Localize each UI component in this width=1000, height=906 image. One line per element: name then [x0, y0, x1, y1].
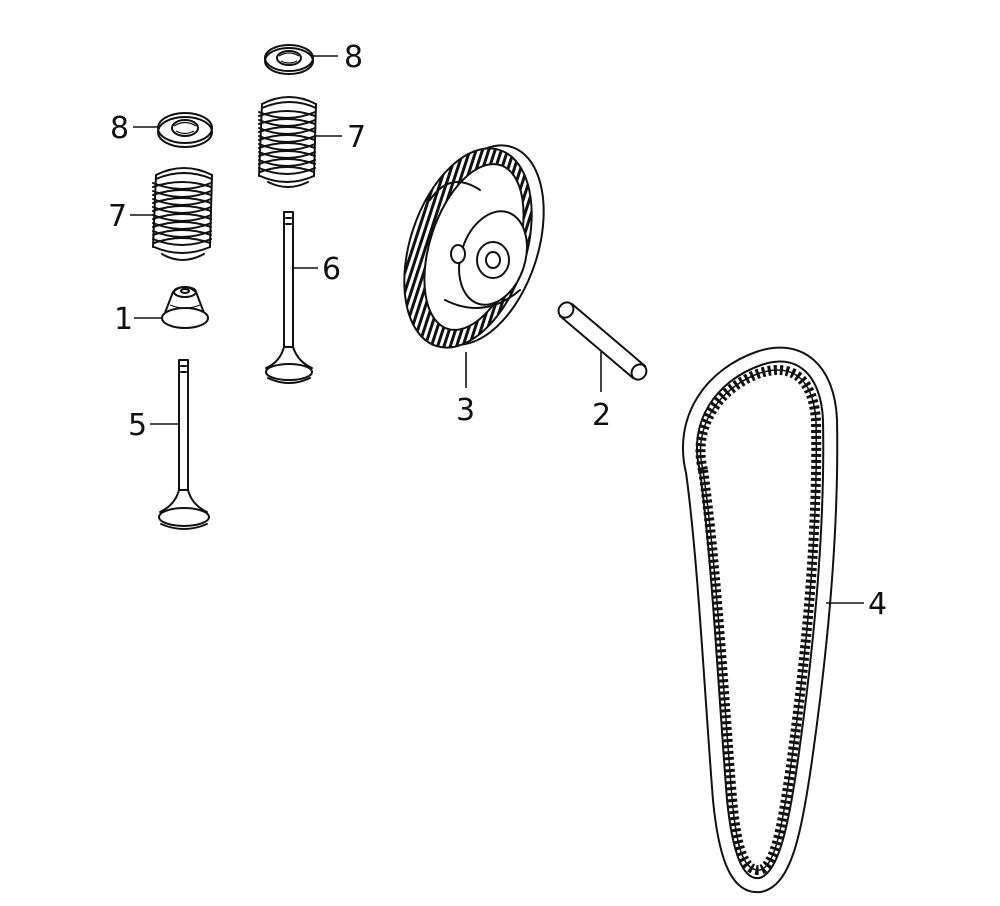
callout-keeper-left: 8 [110, 111, 129, 146]
valve-spring-left [152, 167, 213, 261]
callout-valve-right: 6 [322, 252, 341, 287]
callout-spring-right: 7 [347, 120, 366, 155]
valve-stem-seal [161, 286, 209, 329]
callout-labels: 8 8 7 7 6 1 5 3 2 4 [108, 40, 887, 622]
callout-keeper-top: 8 [344, 40, 363, 75]
dowel-pin [557, 301, 648, 381]
leader-lines [130, 55, 864, 604]
spring-retainer-left [157, 112, 213, 148]
callout-valve-left: 5 [128, 408, 147, 443]
valve-right [265, 211, 313, 384]
callout-spring-left: 7 [108, 199, 127, 234]
valve-spring-right [258, 96, 317, 188]
valve-left [158, 359, 210, 530]
callout-belt: 4 [868, 587, 887, 622]
camshaft-pulley [403, 144, 545, 349]
callout-pulley: 3 [456, 393, 475, 428]
timing-belt [681, 346, 839, 894]
callout-seal: 1 [114, 302, 133, 337]
callout-pin: 2 [592, 398, 611, 433]
spring-retainer-top [264, 44, 314, 75]
